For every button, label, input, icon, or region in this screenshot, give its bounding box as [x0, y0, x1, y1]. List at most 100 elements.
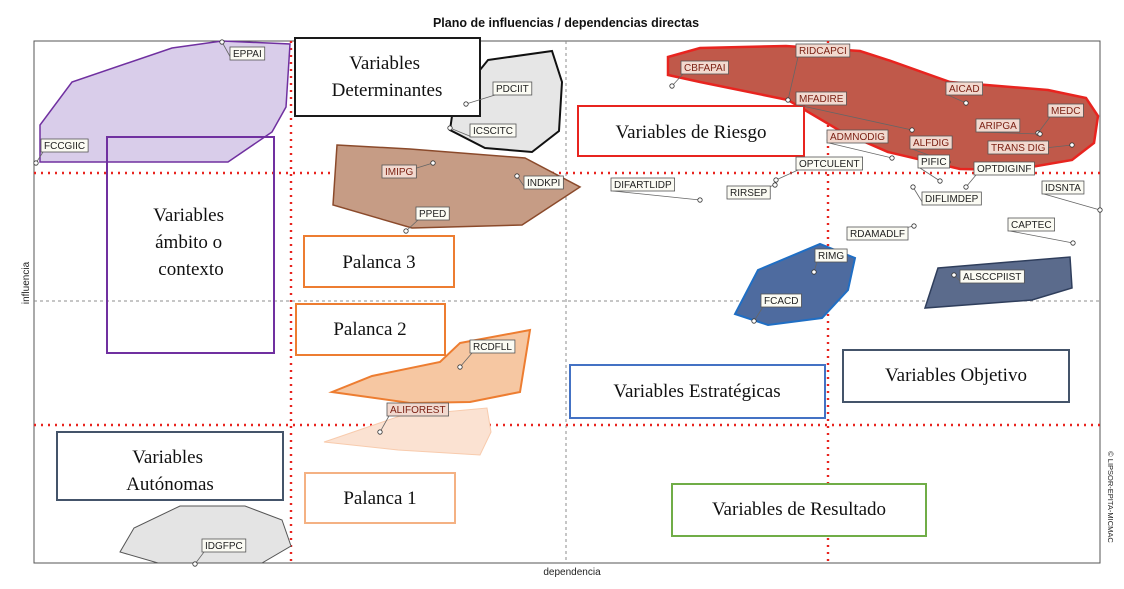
variable-label-box [921, 191, 982, 206]
variable-label: DIFARTLIDP [614, 180, 672, 191]
variable-aliforest: ALIFOREST [377, 402, 449, 435]
variable-point [377, 429, 383, 435]
zone-box-riesgo [577, 105, 805, 157]
variable-idsnta: IDSNTA [1041, 180, 1103, 213]
zone-label-estrategicas: Variables Estratégicas [613, 381, 780, 402]
zone-box-objetivo [842, 349, 1070, 403]
zone-label-palanca2: Palanca 2 [333, 319, 406, 340]
variable-idgfpc: IDGFPC [192, 538, 247, 567]
variable-label-box [945, 81, 983, 96]
variable-ridcapci: RIDCAPCI [785, 43, 851, 103]
variable-label-box [795, 43, 851, 58]
variable-label: RIMG [818, 251, 844, 262]
zone-label-ambito-line1: Variables [153, 205, 224, 226]
variable-point [963, 100, 969, 106]
variable-label: CAPTEC [1011, 220, 1052, 231]
variable-label-box [975, 118, 1021, 133]
variable-label-box [814, 248, 848, 263]
variable-leader-line [787, 56, 799, 101]
variable-label: RDAMADLF [850, 229, 905, 240]
variable-point [514, 173, 520, 179]
zone-label-resultado: Variables de Resultado [712, 499, 886, 520]
variable-label: ICSCITC [473, 126, 513, 137]
variable-point [1070, 240, 1076, 246]
cluster-purple [39, 40, 291, 163]
plot-frame [33, 40, 1101, 564]
variable-leader-line [379, 415, 390, 433]
variable-pific: PIFIC [917, 154, 950, 184]
variable-label-box [469, 339, 516, 354]
variable-optculent: OPTCULENT [773, 156, 863, 183]
variable-label-box [680, 60, 729, 75]
variable-leader-line [1037, 116, 1051, 134]
variable-alsccpiist: ALSCCPIIST [951, 269, 1025, 284]
variable-label: ADMNODIG [830, 132, 885, 143]
variable-point [772, 182, 778, 188]
diagram-title: Plano de influencias / dependencias dire… [433, 16, 699, 30]
variable-label-box [760, 293, 802, 308]
variable-label-box [1047, 103, 1084, 118]
variable-label: TRANS DIG [991, 143, 1046, 154]
variable-leader-line [753, 306, 764, 322]
variable-leader-line [919, 167, 941, 182]
variable-admnodig: ADMNODIG [826, 129, 895, 161]
variable-label: RIDCAPCI [799, 46, 847, 57]
variable-leader-line [947, 94, 967, 104]
variable-label-box [610, 177, 676, 192]
zone-box-resultado [671, 483, 927, 537]
variable-trans-dig: TRANS DIG [987, 140, 1075, 155]
variable-label-box [229, 46, 266, 61]
zone-label-ambito-line3: contexto [158, 259, 223, 280]
variable-icscitc: ICSCITC [447, 123, 517, 138]
zone-box-palanca1 [304, 472, 456, 524]
variable-label: AICAD [949, 84, 980, 95]
variable-label: DIFLIMDEP [925, 194, 979, 205]
zone-box-ambito [106, 136, 275, 354]
watermark: © LIPSOR-EPITA-MICMAC [1106, 451, 1115, 543]
variable-leader-line [1043, 193, 1101, 211]
zone-label-autonomas-line1: Variables [132, 447, 203, 468]
x-axis-label: dependencia [543, 567, 601, 578]
variable-label-box [909, 135, 953, 150]
variable-label: ALSCCPIIST [963, 272, 1021, 283]
variable-diflimdep: DIFLIMDEP [910, 184, 982, 206]
variable-label: CBFAPAI [684, 63, 726, 74]
variable-leader-line [775, 169, 799, 181]
svg-text:Variables ámbito o con: Variables ámbito o contexto [153, 205, 228, 280]
variable-point [403, 228, 409, 234]
variable-rimg: RIMG [811, 248, 848, 275]
variable-label: IMIPG [385, 167, 414, 178]
zone-label-ambito-line2: ámbito o [155, 232, 222, 253]
variable-label-box [381, 164, 417, 179]
variable-eppai: EPPAI [219, 39, 266, 61]
variable-label-box [973, 161, 1035, 176]
variable-leader-line [459, 352, 473, 368]
variable-captec: CAPTEC [1007, 217, 1076, 246]
variable-label: PDCIIT [496, 84, 529, 95]
variable-point [457, 364, 463, 370]
variable-point [1097, 207, 1103, 213]
variable-leader-line [797, 104, 913, 131]
variable-point [751, 318, 757, 324]
zone-box-palanca2 [295, 303, 446, 356]
variable-leader-line [405, 219, 419, 232]
variable-label-box [959, 269, 1025, 284]
variable-cbfapai: CBFAPAI [669, 60, 729, 89]
variable-point [963, 184, 969, 190]
variable-indkpi: INDKPI [514, 173, 564, 190]
variable-point [811, 269, 817, 275]
variable-label: OPTDIGINF [977, 164, 1031, 175]
zone-label-autonomas-line2: Autónomas [126, 474, 214, 495]
y-axis-label: influencia [21, 261, 32, 304]
variable-optdiginf: OPTDIGINF [963, 161, 1035, 190]
variable-label-box [201, 538, 247, 553]
variable-label: PIFIC [921, 157, 947, 168]
variable-label-box [726, 185, 771, 200]
variable-label-box [826, 129, 889, 144]
variable-label: IDGFPC [205, 541, 243, 552]
svg-text:Variables Determinantes: Variables Determinantes [332, 53, 443, 101]
variable-label: RIRSEP [730, 188, 768, 199]
variable-difartlidp: DIFARTLIDP [610, 177, 703, 203]
variable-label-box [917, 154, 950, 169]
variable-point [1037, 131, 1043, 137]
